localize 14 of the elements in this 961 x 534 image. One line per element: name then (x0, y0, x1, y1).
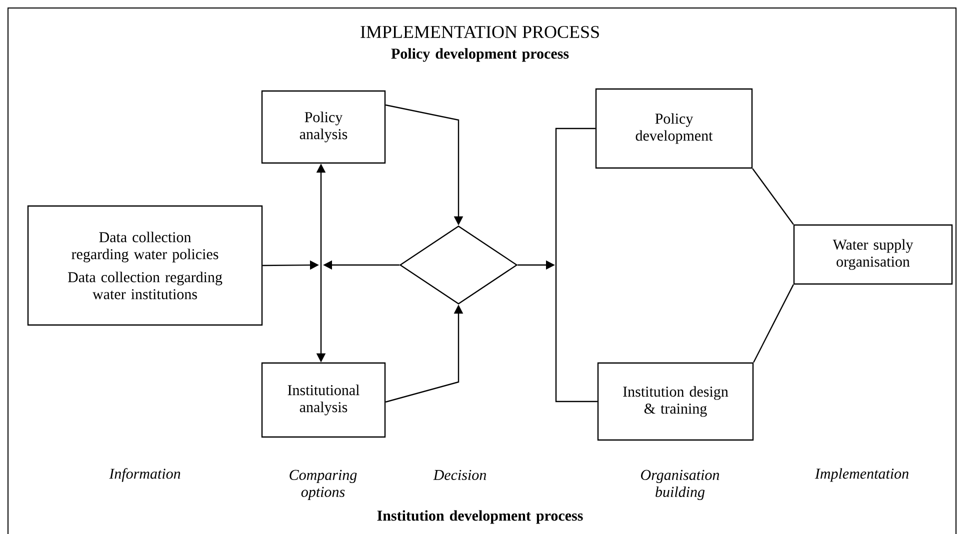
stage-label: Information (109, 468, 180, 482)
process-box: Water supply organisation (793, 224, 953, 285)
stage-label: Organisation building (641, 470, 720, 500)
process-box: Institutional analysis (261, 362, 386, 438)
process-box: Policy analysis (261, 90, 386, 164)
stage-label: Decision (433, 470, 486, 480)
process-box: Data collection regarding water policies Data collection regarding water institutions (27, 205, 263, 326)
title: IMPLEMENTATION PROCESS (360, 26, 599, 38)
process-box: Institution design & training (597, 362, 754, 441)
stage-label: Comparing options (290, 470, 357, 500)
stage-label: Implementation (814, 468, 908, 482)
section-heading: Institution development process (377, 510, 583, 524)
process-box: Policy development (595, 88, 753, 169)
section-heading: Policy development process (391, 48, 569, 62)
